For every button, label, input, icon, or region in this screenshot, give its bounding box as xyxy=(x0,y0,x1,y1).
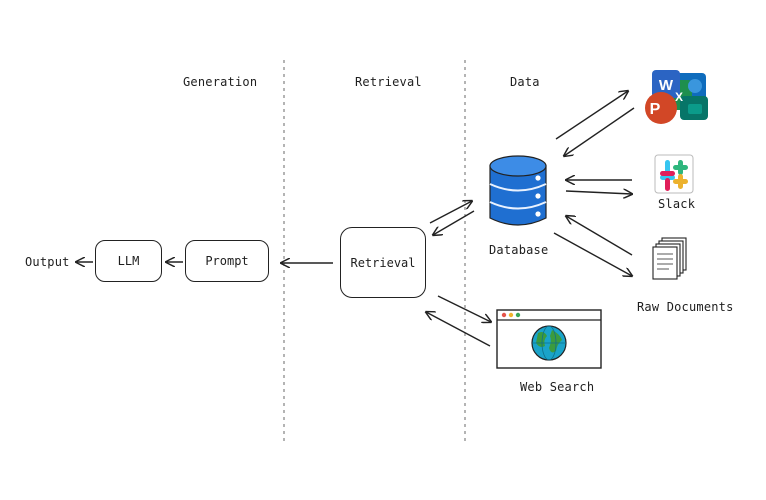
prompt-node: Prompt xyxy=(185,240,269,282)
llm-node: LLM xyxy=(95,240,162,282)
arrow-database-to-retrieval xyxy=(433,210,475,235)
arrow-retrieval-to-web xyxy=(437,295,491,322)
arrow-database-to-office xyxy=(555,91,628,140)
arrow-web-to-retrieval xyxy=(426,312,491,347)
arrow-documents-to-database xyxy=(566,216,633,256)
svg-text:W: W xyxy=(659,77,674,94)
arrow-office-to-database xyxy=(564,107,635,156)
documents-stack-icon xyxy=(652,237,687,280)
arrow-database-to-slack xyxy=(565,191,632,194)
retrieval-node: Retrieval xyxy=(340,227,426,298)
web-search-label: Web Search xyxy=(520,380,595,394)
globe-icon xyxy=(531,325,567,361)
raw-documents-label: Raw Documents xyxy=(637,300,734,314)
database-label: Database xyxy=(489,243,549,257)
slack-logo-icon xyxy=(654,154,694,194)
section-title-data: Data xyxy=(510,75,540,89)
svg-text:X: X xyxy=(675,90,683,104)
section-title-generation: Generation xyxy=(183,75,258,89)
section-title-retrieval: Retrieval xyxy=(355,75,422,89)
database-cylinder-icon xyxy=(489,155,547,226)
arrow-retrieval-to-database xyxy=(429,201,472,224)
output-label: Output xyxy=(25,255,70,269)
office-apps-icon: W X P xyxy=(645,70,708,124)
svg-text:P: P xyxy=(650,101,661,118)
arrow-database-to-documents xyxy=(553,232,632,276)
slack-label: Slack xyxy=(658,197,696,211)
